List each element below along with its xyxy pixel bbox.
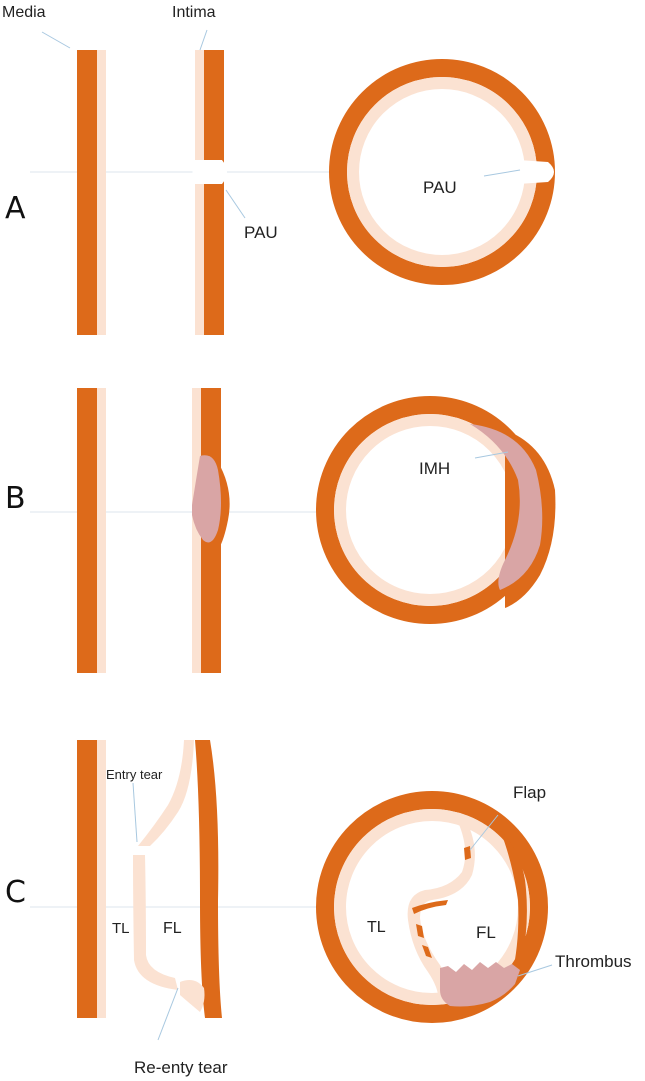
media-irregular-c (500, 830, 527, 975)
panel-c-label: C (5, 875, 26, 910)
intima-right-a (195, 50, 204, 335)
intima-left-b (97, 388, 106, 673)
entry-tear-leader (132, 782, 138, 843)
pau-label-right: PAU (423, 178, 457, 197)
re-entry-tear-leader (157, 987, 179, 1041)
pau-leader-left (225, 189, 246, 219)
media-left-c (77, 740, 97, 1018)
media-ring-c (316, 791, 548, 1023)
imh-label: IMH (419, 459, 450, 478)
intima-leader (199, 29, 208, 51)
flap-label: Flap (513, 783, 546, 802)
panel-b-label: B (5, 481, 26, 516)
flap-media-dash-2 (422, 945, 432, 958)
flap-media-fragment-c (412, 900, 448, 914)
intima-lower-c (180, 980, 205, 1012)
dissection-flap-c (133, 855, 178, 990)
intima-label: Intima (172, 4, 216, 21)
tl-label-right: TL (367, 919, 386, 936)
flap-leader (469, 814, 499, 851)
pau-ulcer-ring-a (515, 160, 554, 184)
tl-label-left: TL (112, 920, 130, 937)
thrombus-c (440, 962, 520, 1007)
flap-ring-c (407, 820, 475, 1002)
intima-right-b (192, 388, 201, 673)
intima-upper-c (138, 740, 194, 846)
pau-leader-right (483, 169, 521, 177)
pau-label-left: PAU (244, 223, 278, 242)
re-entry-tear-label: Re-enty tear (134, 1058, 228, 1077)
imh-bulge-b (218, 462, 230, 548)
flap-media-dash-3 (464, 846, 471, 860)
imh-leader (474, 451, 509, 459)
intima-ring-b (334, 414, 526, 606)
media-label: Media (2, 4, 46, 21)
fl-label-left: FL (163, 920, 182, 937)
imh-hematoma-ring-b (470, 424, 543, 590)
intima-left-c (97, 740, 106, 1018)
pau-ulcer-left-a (192, 160, 227, 184)
ring-notch-a (332, 222, 338, 236)
imh-hematoma-left-b (192, 455, 221, 543)
media-right-c (195, 740, 222, 1018)
intima-left-a (97, 50, 106, 335)
media-leader (41, 31, 71, 49)
entry-tear-label: Entry tear (106, 767, 163, 782)
media-right-a (204, 50, 224, 335)
fl-label-right: FL (476, 923, 496, 942)
thrombus-leader (517, 964, 553, 977)
media-ring-a (329, 59, 555, 285)
intima-ring-a (347, 77, 537, 267)
flap-media-dash-1 (416, 924, 424, 938)
panel-a-label: A (5, 191, 26, 226)
thrombus-label: Thrombus (555, 952, 632, 971)
media-left-b (77, 388, 97, 673)
media-left-a (77, 50, 97, 335)
